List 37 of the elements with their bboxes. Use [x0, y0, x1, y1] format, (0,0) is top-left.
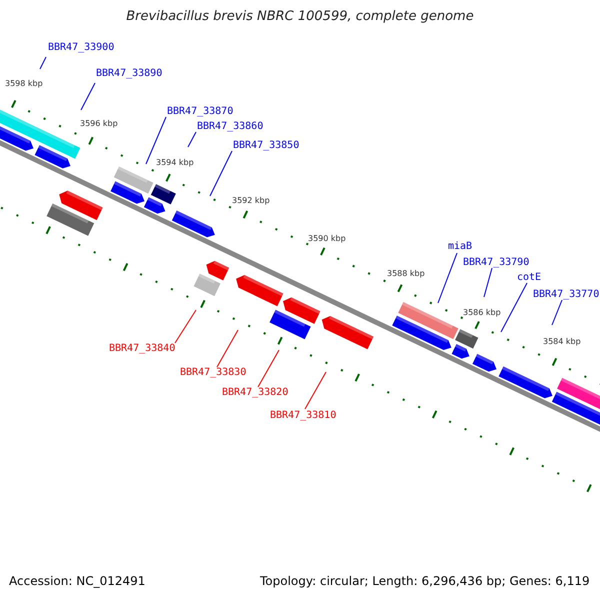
scale-label: 3586 kbp	[463, 308, 501, 317]
leader-line	[80, 82, 96, 110]
leader-line	[552, 300, 562, 326]
leader-line	[258, 350, 280, 388]
leader-line	[216, 330, 238, 368]
title: Brevibacillus brevis NBRC 100599, complete genome	[125, 9, 475, 24]
leader-line	[40, 56, 46, 70]
gene-label: cotE	[517, 272, 542, 283]
gene-label: BBR47_33810	[270, 410, 336, 421]
leader-line	[304, 372, 326, 410]
scale-label: 3596 kbp	[80, 119, 118, 128]
leader-line	[438, 252, 458, 304]
scale-label: 3590 kbp	[308, 234, 346, 243]
gene-label: BBR47_33830	[180, 367, 246, 378]
gene-label: BBR47_33770	[533, 289, 600, 300]
leader-line	[174, 310, 196, 344]
leader-line	[146, 116, 166, 164]
gene-label: miaB	[448, 241, 472, 252]
leader-line	[188, 132, 196, 148]
gene-label: BBR47_33860	[197, 121, 264, 132]
scale-label: 3594 kbp	[156, 158, 194, 167]
gene-label: BBR47_33850	[233, 140, 300, 151]
gene-label: BBR47_33900	[48, 42, 114, 53]
genome-summary-text: Topology: circular; Length: 6,296,436 bp; Genes: 6,119	[260, 574, 590, 588]
gene-label: BBR47_33790	[463, 257, 530, 268]
gene-label: BBR47_33820	[222, 387, 288, 398]
gene-label: BBR47_33840	[109, 343, 176, 354]
accession-text: Accession: NC_012491	[9, 574, 146, 588]
scale-label: 3598 kbp	[5, 79, 43, 88]
scale-label: 3592 kbp	[232, 196, 270, 205]
scale-label: 3584 kbp	[543, 337, 581, 346]
gene-label: BBR47_33870	[167, 106, 234, 117]
leader-line	[484, 268, 492, 298]
leader-line	[210, 150, 232, 196]
leader-line	[500, 282, 528, 332]
scale-label: 3588 kbp	[387, 269, 425, 278]
gene-label: BBR47_33890	[96, 68, 162, 79]
